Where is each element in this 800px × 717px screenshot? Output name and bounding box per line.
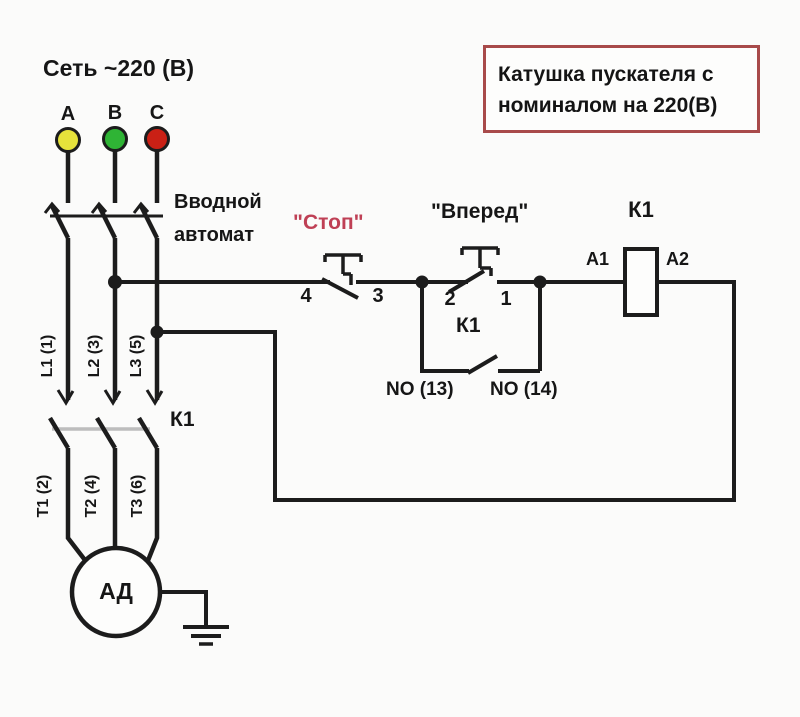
stop-contact-blade: [321, 277, 359, 300]
k1-main-label: К1: [170, 408, 195, 431]
forward-plunger-icon: [460, 246, 500, 276]
wire-phase-a-bottom: [65, 448, 90, 566]
junction-dot: [415, 275, 429, 289]
breaker-label-line2: автомат: [174, 224, 255, 246]
k1-arrow-a-icon: [56, 389, 75, 406]
phase-a-label: А: [60, 103, 76, 125]
coil-a2-label: A2: [666, 249, 690, 269]
control-wires: [115, 246, 736, 502]
phase-b-indicator: [102, 126, 128, 152]
forward-button-label: "Вперед": [431, 200, 529, 223]
coil-a1-label: A1: [586, 249, 610, 269]
contact-arrows: [43, 201, 164, 406]
pole-t3-label: T3 (6): [129, 474, 146, 518]
aux-contact-left-lead: [420, 282, 469, 373]
ground-wire: [160, 590, 208, 626]
junction-dots: [108, 275, 547, 339]
ground-icon: [183, 625, 229, 646]
k1-aux-label: К1: [456, 314, 481, 337]
breaker-arrow-a-icon: [43, 201, 61, 214]
aux-no14-label: NO (14): [490, 379, 558, 400]
aux-no13-label: NO (13): [386, 379, 454, 400]
wire-phase-c-bottom: [144, 448, 160, 564]
phase-a-indicator: [55, 127, 81, 153]
breaker-blade-c: [138, 204, 160, 240]
power-wires: [48, 151, 208, 626]
k1-main-blade-c: [137, 416, 159, 450]
k1-main-blade-a: [48, 416, 70, 450]
breaker-arrow-c-icon: [132, 201, 150, 214]
terminal-3-label: 3: [372, 285, 384, 307]
control-return-loop: [157, 280, 736, 502]
junction-dot: [150, 325, 164, 339]
motor-label: АД: [99, 578, 133, 604]
k1-arrow-c-icon: [145, 389, 164, 406]
coil-note-box: Катушка пускателя с номиналом на 220(В): [483, 45, 760, 133]
coil-note-line2: номиналом на 220(В): [498, 94, 718, 117]
breaker-blade-a: [49, 204, 71, 240]
pole-t1-label: T1 (2): [35, 474, 52, 518]
net-voltage-title: Сеть ~220 (В): [43, 55, 195, 81]
phase-c-label: С: [149, 102, 165, 124]
forward-contact-blade: [447, 269, 486, 294]
breaker-label-line1: Вводной: [174, 191, 262, 213]
pole-l2-label: L2 (3): [86, 334, 103, 378]
k1-arrow-b-icon: [103, 389, 122, 406]
terminal-4-label: 4: [300, 285, 312, 307]
stop-button-label: "Стоп": [293, 211, 364, 234]
junction-dot: [108, 275, 122, 289]
pole-l3-label: L3 (5): [128, 334, 145, 378]
junction-dot: [533, 275, 547, 289]
coil-note-line1: Катушка пускателя с: [498, 63, 714, 86]
pole-l1-label: L1 (1): [39, 334, 56, 378]
k1-coil-label: К1: [628, 197, 654, 222]
phase-indicators: [55, 126, 170, 153]
k1-main-blade-b: [95, 416, 117, 450]
motor-symbol: [69, 545, 163, 639]
aux-contact-blade: [466, 354, 499, 375]
breaker-arrow-b-icon: [90, 201, 108, 214]
terminal-1-label: 1: [500, 288, 512, 310]
terminal-2-label: 2: [444, 288, 456, 310]
phase-c-indicator: [144, 126, 170, 152]
stop-plunger-icon: [323, 253, 363, 285]
k1-coil-symbol: [623, 247, 659, 317]
aux-contact-right-lead: [498, 282, 542, 373]
breaker-blade-b: [96, 204, 118, 240]
phase-b-label: В: [107, 102, 123, 124]
pole-t2-label: T2 (4): [83, 474, 100, 518]
